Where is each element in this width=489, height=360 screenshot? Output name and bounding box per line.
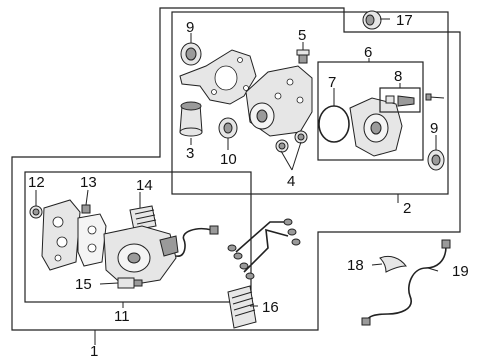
callout-9-right: 9	[430, 120, 438, 137]
shield-part-18	[379, 255, 408, 273]
harness-wire	[175, 227, 213, 257]
callout-4: 4	[287, 173, 295, 190]
differential-housing-part	[245, 65, 313, 137]
callout-15: 15	[75, 276, 92, 293]
callout-13: 13	[80, 174, 97, 191]
oil-seal-part-9	[180, 42, 202, 66]
oil-seal-part-9-right	[427, 149, 445, 171]
plug-part-12	[29, 205, 43, 219]
assembly-frame-1	[11, 7, 461, 331]
callout-2: 2	[403, 200, 411, 217]
callout-5: 5	[298, 27, 306, 44]
gasket-part-7	[318, 105, 350, 143]
bushing-part-17	[362, 10, 382, 30]
pinion-part-3	[179, 101, 203, 137]
callout-8: 8	[394, 68, 402, 85]
pump-body-part	[103, 225, 179, 287]
callout-10: 10	[220, 151, 237, 168]
hose-assembly-part	[227, 218, 301, 280]
callout-16: 16	[262, 299, 279, 316]
callout-18: 18	[347, 257, 364, 274]
separator-plate-part	[77, 213, 107, 267]
leader-lines	[35, 18, 439, 345]
callout-14: 14	[136, 177, 153, 194]
solenoid-part-15	[117, 277, 143, 289]
callout-12: 12	[28, 174, 45, 191]
differential-carrier-part	[179, 49, 257, 105]
callout-11: 11	[114, 308, 130, 325]
valve-part-13	[81, 204, 91, 214]
wheel-speed-sensor-part-19	[361, 239, 451, 326]
connector-part	[209, 225, 219, 235]
callout-6: 6	[364, 44, 372, 61]
assembly-frame-2	[171, 11, 449, 195]
assembly-frame-6	[317, 61, 424, 161]
callout-7: 7	[328, 74, 336, 91]
gasket-plate-part	[41, 199, 81, 271]
control-module-part-16	[227, 285, 257, 329]
callout-9-top: 9	[186, 19, 194, 36]
callout-1: 1	[90, 343, 98, 360]
callout-17: 17	[396, 12, 413, 29]
callout-3: 3	[186, 145, 194, 162]
vent-plug-part-5	[296, 49, 310, 64]
oil-seal-part-10	[218, 117, 238, 139]
bolt-part	[425, 93, 445, 101]
cover-part	[349, 97, 403, 157]
filter-part-14	[129, 205, 157, 231]
assembly-frame-11	[24, 171, 252, 303]
callout-19: 19	[452, 263, 469, 280]
drain-plug-part-4	[275, 130, 308, 153]
